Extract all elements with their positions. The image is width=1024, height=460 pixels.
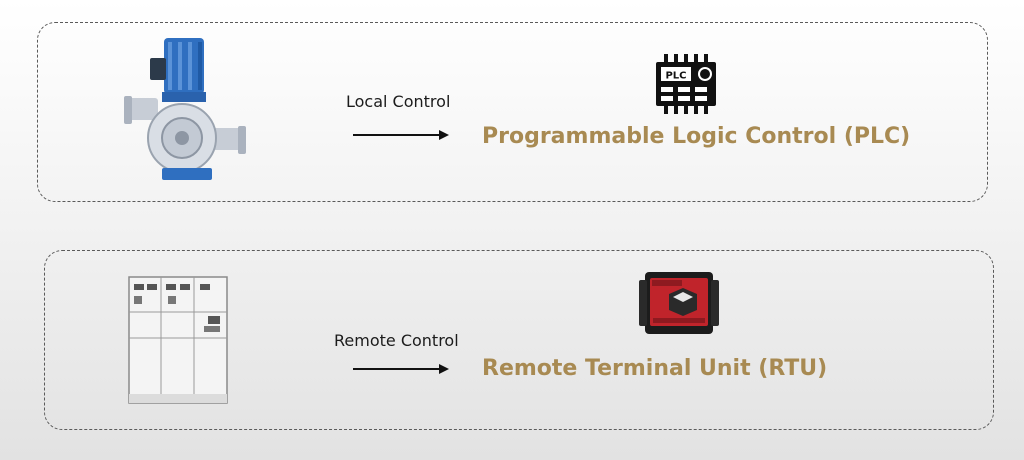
remote-control-label: Remote Control <box>334 331 459 350</box>
local-control-panel <box>37 22 988 202</box>
switchgear-cabinet-icon <box>128 276 228 404</box>
arrow-right-icon <box>353 130 449 140</box>
plc-badge-text: PLC <box>665 71 686 82</box>
rtu-title: Remote Terminal Unit (RTU) <box>482 356 828 381</box>
metering-pump-icon <box>124 38 246 180</box>
arrow-right-icon <box>353 364 449 374</box>
plc-chip-icon: PLC <box>656 54 716 114</box>
remote-control-panel <box>44 250 994 430</box>
local-control-label: Local Control <box>346 92 451 111</box>
plc-title: Programmable Logic Control (PLC) <box>482 124 911 149</box>
rtu-device-icon <box>639 272 719 334</box>
